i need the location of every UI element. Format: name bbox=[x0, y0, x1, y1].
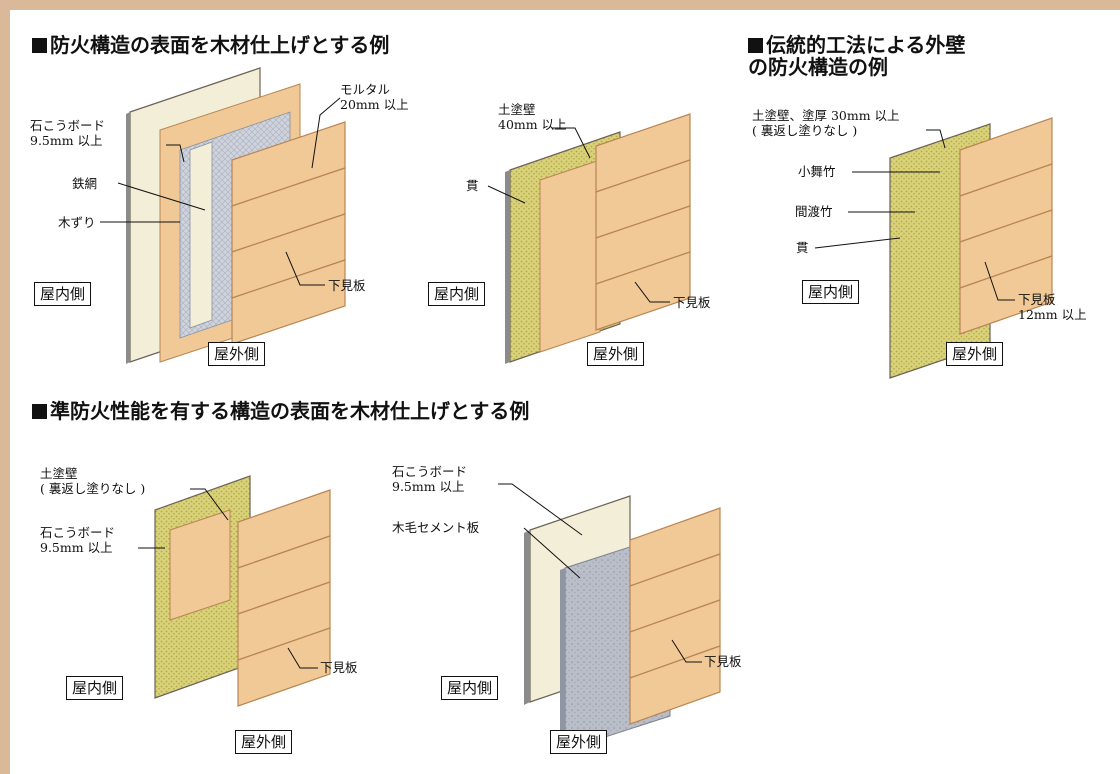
section-title-a-text: 防火構造の表面を木材仕上げとする例 bbox=[50, 33, 390, 57]
diagram-a2 bbox=[487, 113, 691, 364]
label-outdoor-side: 屋外側 bbox=[208, 342, 266, 366]
diagram-b1 bbox=[814, 117, 1053, 379]
label-clay-wall: 土塗壁 ( 裏返し塗りなし ) bbox=[40, 466, 146, 496]
label-komai-bamboo: 小舞竹 bbox=[798, 164, 836, 179]
section-title-c: 準防火性能を有する構造の表面を木材仕上げとする例 bbox=[32, 400, 529, 422]
section-title-b-text: 伝統的工法による外壁 の防火構造の例 bbox=[748, 33, 966, 79]
label-siding: 下見板 bbox=[328, 278, 366, 293]
label-gypsum-board: 石こうボード 9.5mm 以上 bbox=[40, 525, 116, 555]
siding-boards-a2 bbox=[595, 113, 691, 331]
label-gypsum-board: 石こうボード 9.5mm 以上 bbox=[392, 464, 468, 494]
label-siding: 下見板 bbox=[320, 660, 358, 675]
siding-boards-c1 bbox=[237, 489, 331, 707]
square-bullet-icon bbox=[32, 404, 47, 419]
label-lath: 木ずり bbox=[58, 215, 96, 230]
section-title-a: 防火構造の表面を木材仕上げとする例 bbox=[32, 34, 389, 56]
label-indoor-side: 屋内側 bbox=[802, 280, 860, 304]
label-nuki: 貫 bbox=[466, 178, 479, 193]
label-indoor-side: 屋内側 bbox=[441, 676, 499, 700]
label-mortar: モルタル 20mm 以上 bbox=[340, 82, 409, 112]
square-bullet-icon bbox=[748, 38, 763, 53]
section-title-c-text: 準防火性能を有する構造の表面を木材仕上げとする例 bbox=[50, 399, 530, 423]
label-mawatari-bamboo: 間渡竹 bbox=[795, 204, 833, 219]
label-indoor-side: 屋内側 bbox=[34, 282, 92, 306]
siding-boards bbox=[231, 121, 346, 345]
label-gypsum-board: 石こうボード 9.5mm 以上 bbox=[30, 118, 106, 148]
label-outdoor-side: 屋外側 bbox=[946, 342, 1004, 366]
label-outdoor-side: 屋外側 bbox=[587, 342, 645, 366]
label-wire-mesh: 鉄網 bbox=[72, 176, 98, 191]
siding-boards-c2 bbox=[629, 507, 721, 725]
label-indoor-side: 屋内側 bbox=[66, 676, 124, 700]
siding-boards-b1 bbox=[959, 117, 1053, 335]
section-title-b: 伝統的工法による外壁 の防火構造の例 bbox=[748, 34, 965, 78]
label-clay-wall: 土塗壁 40mm 以上 bbox=[498, 102, 567, 132]
diagram-c2 bbox=[498, 483, 721, 752]
label-clay-wall: 土塗壁、塗厚 30mm 以上 ( 裏返し塗りなし ) bbox=[752, 108, 900, 138]
label-wood-wool-cement-board: 木毛セメント板 bbox=[392, 520, 480, 535]
diagram-a1 bbox=[100, 67, 346, 364]
label-siding-12mm: 下見板 12mm 以上 bbox=[1018, 292, 1087, 322]
diagram-c1 bbox=[138, 475, 331, 707]
label-indoor-side: 屋内側 bbox=[428, 282, 486, 306]
square-bullet-icon bbox=[32, 38, 47, 53]
label-siding: 下見板 bbox=[673, 295, 711, 310]
label-nuki: 貫 bbox=[796, 240, 809, 255]
label-siding: 下見板 bbox=[704, 654, 742, 669]
label-outdoor-side: 屋外側 bbox=[235, 730, 293, 754]
label-outdoor-side: 屋外側 bbox=[550, 730, 608, 754]
